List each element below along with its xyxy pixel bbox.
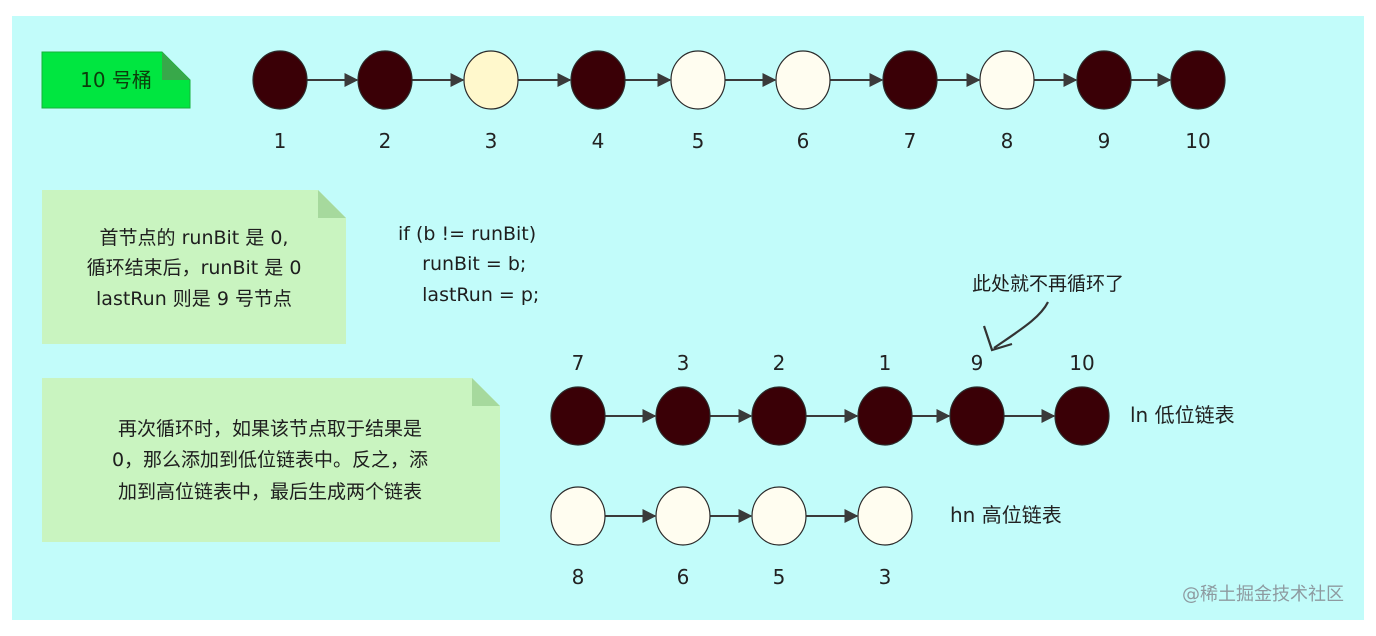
low-list-node bbox=[1054, 386, 1110, 446]
high-list-node-label: 3 bbox=[879, 565, 892, 589]
note-split: 再次循环时，如果该节点取于结果是 0，那么添加到低位链表中。反之，添 加到高位链… bbox=[42, 378, 500, 542]
high-list: 8 6 5 3 bbox=[550, 486, 913, 589]
watermark: @稀土掘金技术社区 bbox=[1182, 584, 1344, 605]
code-line-2: runBit = b; bbox=[398, 253, 526, 275]
top-chain-node-label: 8 bbox=[1001, 129, 1014, 153]
high-list-node bbox=[655, 486, 711, 546]
top-chain: 1 2 3 4 5 6 7 8 9 10 bbox=[252, 50, 1226, 153]
low-list-node-label: 2 bbox=[773, 351, 786, 375]
note1-line-2: 循环结束后，runBit 是 0 bbox=[87, 257, 302, 279]
low-list-node bbox=[655, 386, 711, 446]
high-list-label: hn 高位链表 bbox=[950, 503, 1062, 527]
top-chain-node-label: 2 bbox=[379, 129, 392, 153]
top-chain-node-label: 9 bbox=[1098, 129, 1111, 153]
note2-line-2: 0，那么添加到低位链表中。反之，添 bbox=[112, 449, 428, 471]
low-list-node-label: 7 bbox=[572, 351, 585, 375]
high-list-node-label: 8 bbox=[572, 565, 585, 589]
low-list-node bbox=[857, 386, 913, 446]
top-chain-node bbox=[570, 50, 626, 110]
low-list-node-label: 10 bbox=[1069, 351, 1094, 375]
annotation-text: 此处就不再循环了 bbox=[972, 273, 1124, 295]
low-list-node-label: 3 bbox=[677, 351, 690, 375]
low-list-label: ln 低位链表 bbox=[1130, 403, 1235, 427]
top-chain-node-label: 7 bbox=[904, 129, 917, 153]
top-chain-node bbox=[775, 50, 831, 110]
top-chain-node-label: 10 bbox=[1185, 129, 1210, 153]
low-list-node-label: 9 bbox=[971, 351, 984, 375]
high-list-node bbox=[857, 486, 913, 546]
top-chain-node bbox=[979, 50, 1035, 110]
low-list-node bbox=[949, 386, 1005, 446]
note1-line-3: lastRun 则是 9 号节点 bbox=[96, 288, 292, 310]
low-list: 7 3 2 1 9 10 bbox=[550, 351, 1110, 446]
low-list-node bbox=[751, 386, 807, 446]
low-list-node bbox=[550, 386, 606, 446]
note2-line-1: 再次循环时，如果该节点取于结果是 bbox=[118, 418, 422, 440]
top-chain-node bbox=[1076, 50, 1132, 110]
annotation-arrow-shaft bbox=[993, 301, 1049, 349]
top-chain-node bbox=[670, 50, 726, 110]
note-first-node: 首节点的 runBit 是 0, 循环结束后，runBit 是 0 lastRu… bbox=[42, 190, 346, 344]
annotation: 此处就不再循环了 bbox=[972, 273, 1124, 352]
high-list-node-label: 5 bbox=[773, 565, 786, 589]
annotation-arrow-head bbox=[982, 325, 1013, 352]
top-chain-node-label: 4 bbox=[592, 129, 605, 153]
high-list-node-label: 6 bbox=[677, 565, 690, 589]
top-chain-node bbox=[357, 50, 413, 110]
top-chain-node-label: 3 bbox=[485, 129, 498, 153]
top-chain-node bbox=[252, 50, 308, 110]
bucket-tag: 10 号桶 bbox=[41, 51, 191, 109]
high-list-node bbox=[550, 486, 606, 546]
top-chain-node-label: 5 bbox=[692, 129, 705, 153]
top-chain-node bbox=[882, 50, 938, 110]
top-chain-node-label: 1 bbox=[274, 129, 287, 153]
high-list-node bbox=[751, 486, 807, 546]
top-chain-node bbox=[463, 50, 519, 110]
bucket-tag-text: 10 号桶 bbox=[80, 68, 152, 92]
note1-line-1: 首节点的 runBit 是 0, bbox=[100, 227, 289, 249]
code-line-1: if (b != runBit) bbox=[398, 223, 536, 245]
top-chain-node bbox=[1170, 50, 1226, 110]
low-list-node-label: 1 bbox=[879, 351, 892, 375]
note2-line-3: 加到高位链表中，最后生成两个链表 bbox=[118, 481, 422, 503]
top-chain-node-label: 6 bbox=[797, 129, 810, 153]
code-line-3: lastRun = p; bbox=[398, 284, 539, 306]
code-snippet: if (b != runBit) runBit = b; lastRun = p… bbox=[398, 223, 539, 306]
